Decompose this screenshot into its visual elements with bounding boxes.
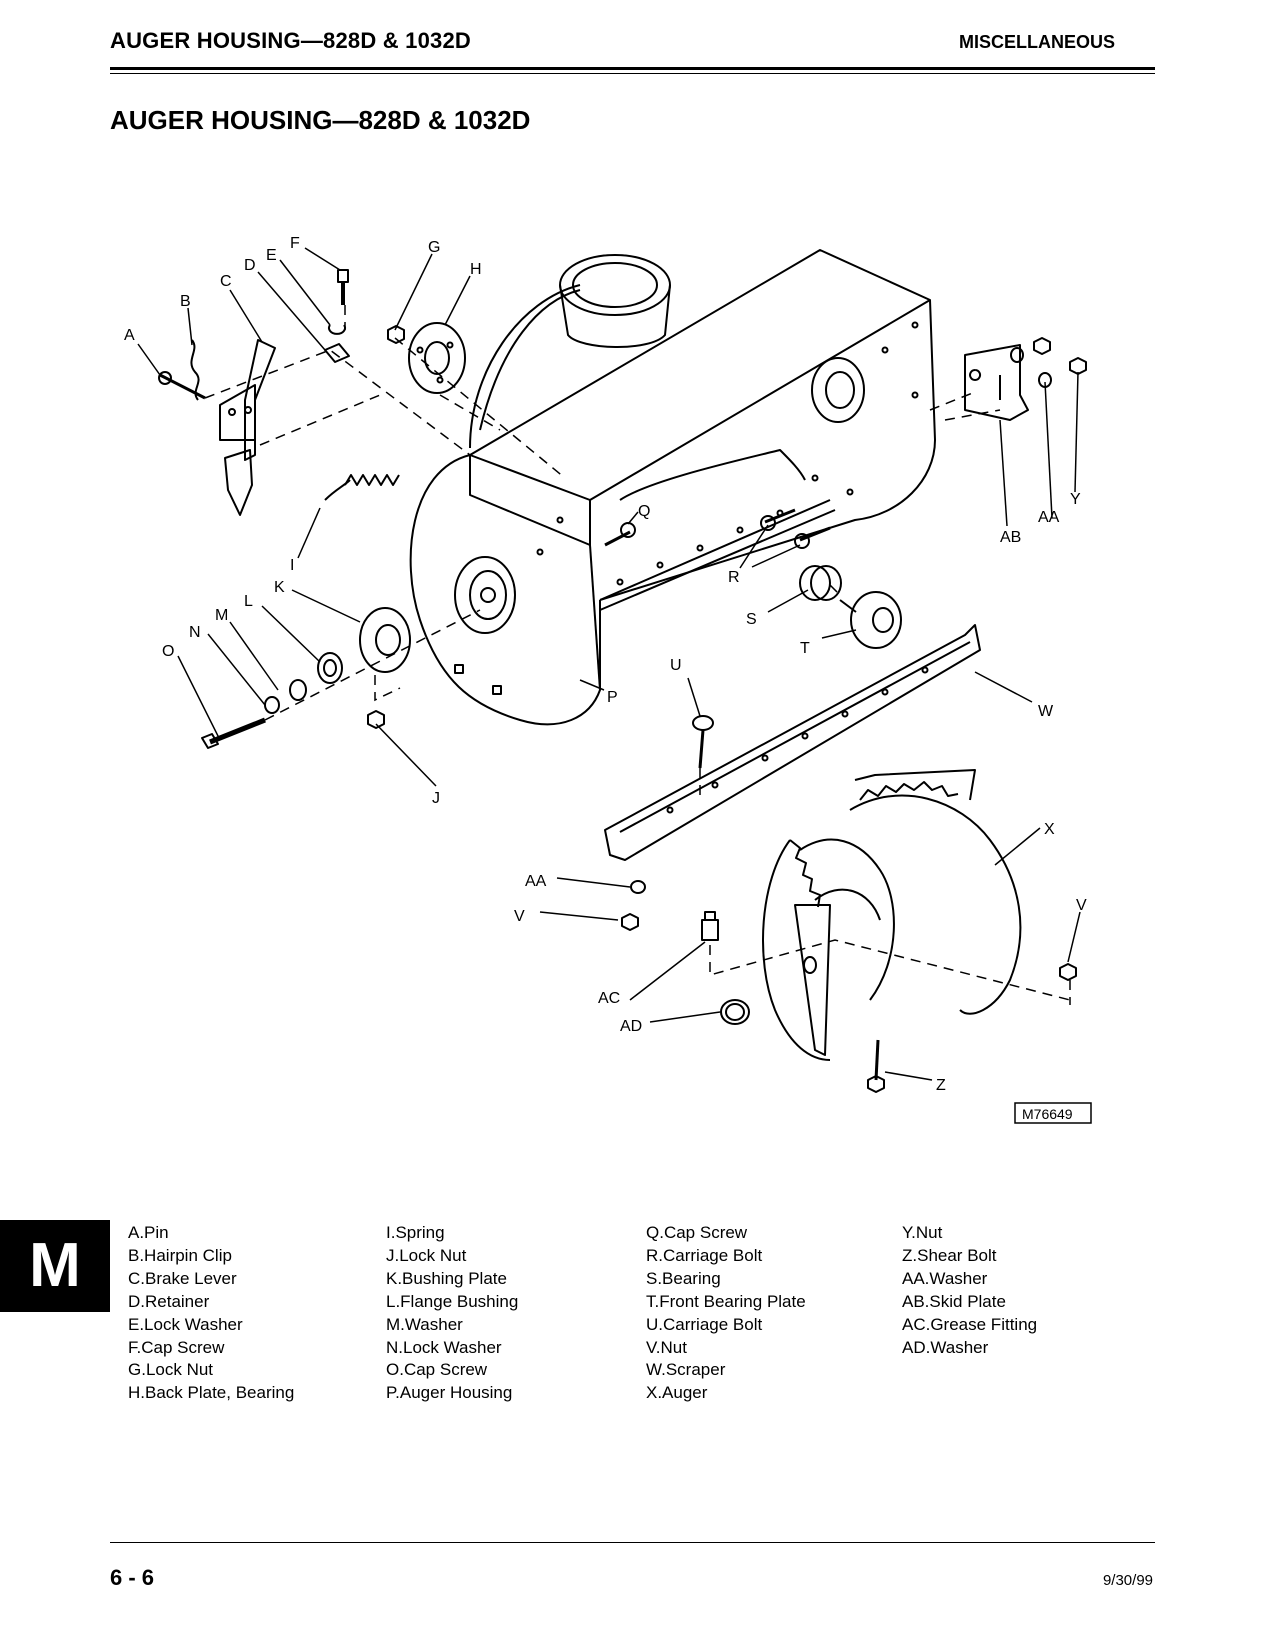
legend-item: Q.Cap Screw [646,1223,748,1242]
legend-item: C.Brake Lever [128,1268,237,1288]
callout-AA: AA [1038,509,1060,526]
callout-L: L [244,593,253,610]
callout-S: S [746,611,757,628]
callout-I: I [290,557,294,574]
legend-item: T.Front Bearing Plate [646,1291,806,1311]
legend-item: P.Auger Housing [386,1383,513,1403]
revision-date: 9/30/99 [1102,1572,1153,1589]
legend-column-4: Y.Nut Z.Shear Bolt AA.Washer AB.Skid Pla… [902,1222,1037,1359]
legend-item: H.Back Plate, Bearing [128,1383,295,1403]
legend-item: AA.Washer [902,1268,988,1288]
legend-item: AB.Skid Plate [902,1291,1006,1311]
legend-item: O.Cap Screw [386,1360,488,1380]
header-rule [110,67,1155,70]
legend-item: G.Lock Nut [128,1360,214,1380]
header-title: AUGER HOUSING—828D & 1032D [110,28,471,53]
callout-W: W [1038,703,1054,720]
legend-item: M.Washer [386,1314,463,1334]
callout-E: E [266,247,277,264]
scraper-drawing [604,624,981,861]
legend-item: W.Scraper [646,1360,726,1380]
callout-H: H [470,261,482,278]
auger-housing-drawing [409,249,936,726]
callout-V: V [514,908,525,925]
callout-U: U [670,657,682,674]
legend-item: N.Lock Washer [386,1337,502,1357]
callout-F: F [290,235,300,252]
callout-T: T [800,640,810,657]
page-title: AUGER HOUSING—828D & 1032D [110,105,531,135]
legend-item: U.Carriage Bolt [646,1314,763,1334]
callout-AA: AA [525,873,547,890]
callout-G: G [428,239,440,256]
legend-item: I.Spring [386,1223,445,1242]
callout-P: P [607,689,618,706]
header-rule-thin [110,73,1155,74]
legend-item: J.Lock Nut [386,1245,467,1265]
callout-M: M [215,607,228,624]
footer-rule [110,1542,1155,1543]
legend-item: S.Bearing [646,1268,721,1288]
legend-item: X.Auger [646,1383,708,1403]
auger-drawing [762,769,1077,1093]
legend-item: K.Bushing Plate [386,1268,507,1288]
legend-item: Z.Shear Bolt [902,1245,997,1265]
callout-V: V [1076,897,1087,914]
legend-item: F.Cap Screw [128,1337,225,1357]
callout-Q: Q [638,503,650,520]
callout-J: J [432,790,440,807]
legend-item: V.Nut [646,1337,687,1357]
figure-id: M76649 [1022,1106,1073,1122]
legend-item: A.Pin [128,1223,169,1242]
figure-id-box [1014,1102,1092,1124]
callout-C: C [220,273,232,290]
callout-AD: AD [620,1018,642,1035]
header-section: MISCELLANEOUS [958,32,1115,52]
callout-B: B [180,293,191,310]
legend-item: Y.Nut [902,1223,943,1242]
legend-column-2: I.Spring J.Lock Nut K.Bushing Plate L.Fl… [386,1222,518,1405]
brake-lever-drawing [219,339,276,516]
callout-O: O [162,643,174,660]
page-number: 6 - 6 [110,1565,155,1590]
legend-item: D.Retainer [128,1291,210,1311]
legend-item: E.Lock Washer [128,1314,243,1334]
callout-Y: Y [1070,491,1081,508]
callout-D: D [244,257,256,274]
legend-item: AC.Grease Fitting [902,1314,1038,1334]
section-tab: M [0,1220,110,1312]
legend-column-1: A.Pin B.Hairpin Clip C.Brake Lever D.Ret… [128,1222,294,1405]
legend-item: B.Hairpin Clip [128,1245,232,1265]
callout-X: X [1044,821,1055,838]
callout-A: A [124,327,135,344]
legend-item: L.Flange Bushing [386,1291,519,1311]
callout-R: R [728,569,740,586]
legend-column-3: Q.Cap Screw R.Carriage Bolt S.Bearing T.… [646,1222,806,1405]
callout-Z: Z [936,1077,946,1094]
callout-AC: AC [598,990,620,1007]
callout-AB: AB [1000,529,1021,546]
legend-item: R.Carriage Bolt [646,1245,763,1265]
callout-N: N [189,624,201,641]
callout-K: K [274,579,285,596]
legend-item: AD.Washer [902,1337,989,1357]
